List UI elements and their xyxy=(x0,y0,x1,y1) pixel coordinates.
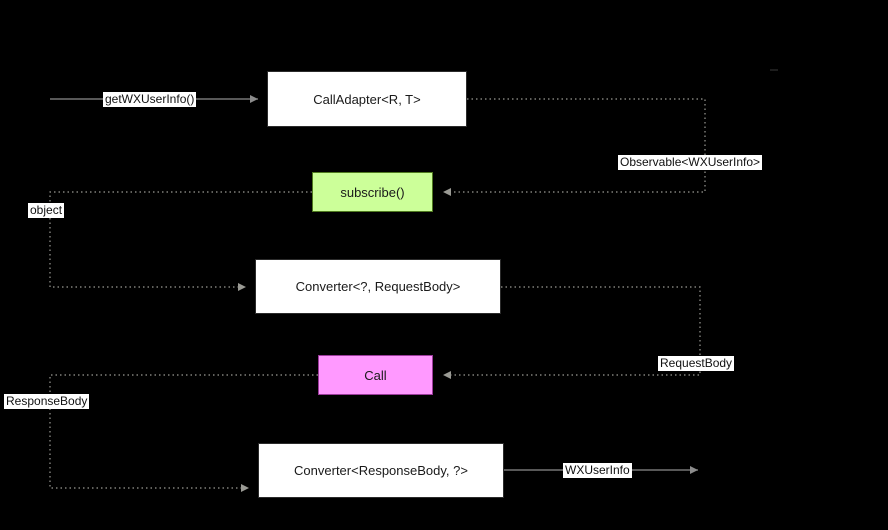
node-call-adapter[interactable]: CallAdapter<R, T> xyxy=(267,71,467,127)
node-subscribe-label: subscribe() xyxy=(340,184,405,200)
node-converter-response-label: Converter<ResponseBody, ?> xyxy=(294,463,468,478)
node-subscribe[interactable]: subscribe() xyxy=(312,172,433,212)
edge-converter-request-to-call xyxy=(443,286,701,379)
node-call[interactable]: Call xyxy=(318,355,433,395)
edge-label-wx-user-info: WXUserInfo xyxy=(563,463,632,478)
edge-label-observable: Observable<WXUserInfo> xyxy=(618,155,763,170)
node-converter-request-label: Converter<?, RequestBody> xyxy=(295,279,461,294)
node-call-adapter-label: CallAdapter<R, T> xyxy=(313,91,421,107)
edge-call-to-converter-response xyxy=(49,374,318,492)
node-converter-response[interactable]: Converter<ResponseBody, ?> xyxy=(258,443,504,498)
node-call-label: Call xyxy=(364,367,387,383)
edge-calladapter-to-subscribe xyxy=(443,98,706,196)
node-converter-request[interactable]: Converter<?, RequestBody> xyxy=(255,259,501,314)
edge-label-get-wx-user-info: getWXUserInfo() xyxy=(103,92,197,107)
edge-label-request-body: RequestBody xyxy=(658,356,735,371)
edge-label-response-body: ResponseBody xyxy=(4,394,90,409)
edge-label-object: object xyxy=(28,203,65,218)
edge-subscribe-to-converter-request xyxy=(49,191,312,291)
